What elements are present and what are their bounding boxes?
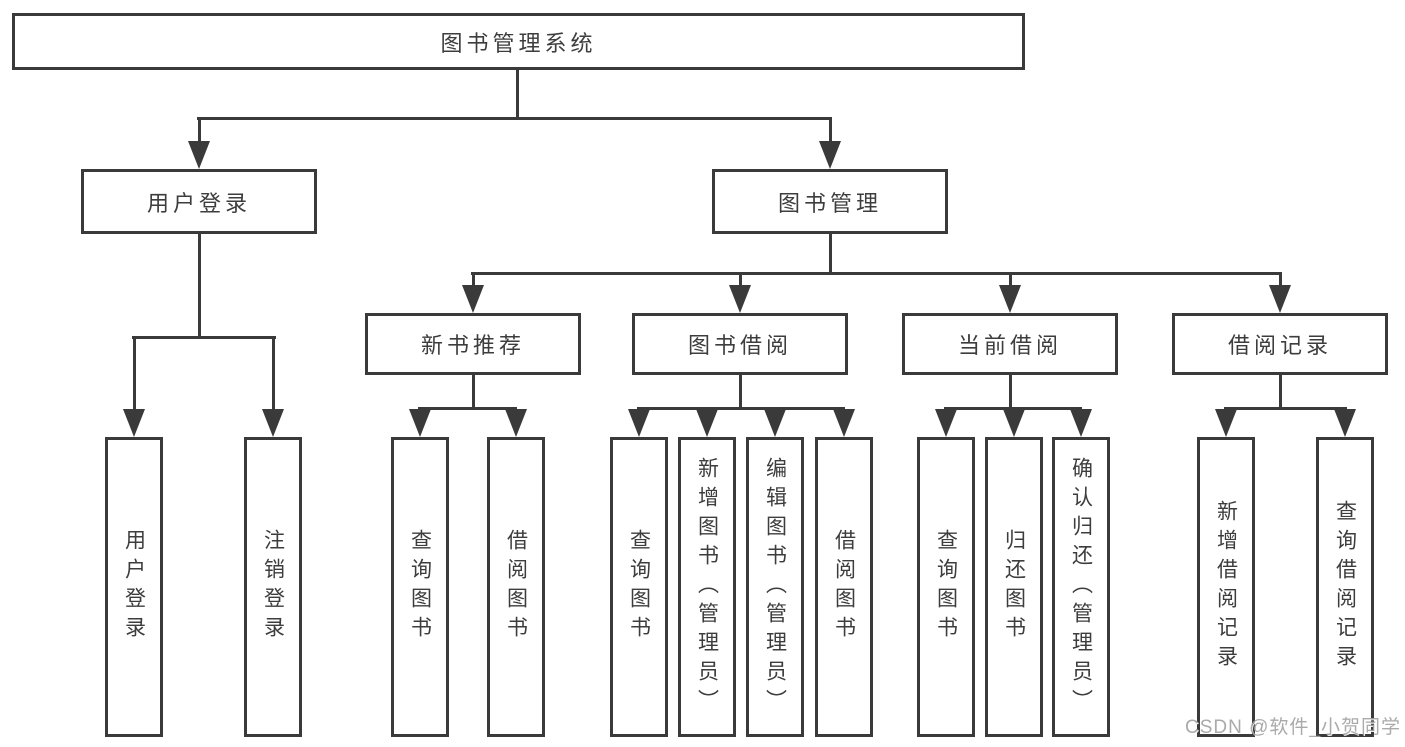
connector-line [739,373,742,409]
arrowhead-down-icon [409,409,431,437]
node-borrow-records-label: 借阅记录 [1227,333,1332,358]
leaf-logout: 注销登录 [244,437,302,737]
leaf-add-borrow-record-label: 新增借阅记录 [1214,500,1238,674]
node-new-book-recommend: 新书推荐 [365,313,581,375]
arrowhead-down-icon [188,141,210,169]
leaf-borrow-books-recommend-label: 借阅图书 [504,529,528,645]
node-root: 图书管理系统 [12,13,1025,70]
connector-line [1224,407,1347,410]
leaf-query-books-current: 查询图书 [917,437,975,737]
node-user-login: 用户登录 [81,169,317,234]
arrowhead-down-icon [833,409,855,437]
connector-line [198,117,201,145]
leaf-return-book-label: 归还图书 [1002,529,1026,645]
node-book-borrow: 图书借阅 [632,313,848,375]
arrowhead-down-icon [764,409,786,437]
leaf-user-login-label: 用户登录 [122,529,146,645]
node-current-borrow: 当前借阅 [902,313,1118,375]
leaf-query-books-borrow-label: 查询图书 [627,529,651,645]
arrowhead-down-icon [628,409,650,437]
arrowhead-down-icon [819,141,841,169]
connector-line [516,70,519,119]
connector-line [198,232,201,338]
connector-line [944,407,1082,410]
leaf-query-books-recommend-label: 查询图书 [408,529,432,645]
connector-line [197,117,832,120]
node-user-login-label: 用户登录 [146,190,251,216]
connector-line [1009,272,1012,289]
connector-line [829,117,832,145]
node-book-management-label: 图书管理 [777,190,882,216]
connector-line [1279,272,1282,289]
leaf-logout-label: 注销登录 [261,529,285,645]
csdn-watermark: CSDN @软件_小贺同学 [1185,717,1401,738]
connector-line [637,407,845,410]
arrowhead-down-icon [729,285,751,313]
connector-line [739,272,742,289]
connector-line [1279,373,1282,409]
arrowhead-down-icon [1070,409,1092,437]
arrowhead-down-icon [1269,285,1291,313]
leaf-query-books-borrow: 查询图书 [610,437,668,737]
node-book-borrow-label: 图书借阅 [687,333,792,358]
leaf-borrow-books: 借阅图书 [815,437,873,737]
leaf-query-borrow-record: 查询借阅记录 [1316,437,1374,737]
connector-line [272,336,275,414]
connector-line [133,336,136,414]
arrowhead-down-icon [1215,409,1237,437]
leaf-edit-book-admin: 编辑图书（管理员） [746,437,804,737]
connector-line [472,272,475,289]
leaf-confirm-return-admin-label: 确认归还（管理员） [1069,456,1093,718]
arrowhead-down-icon [1003,409,1025,437]
arrowhead-down-icon [696,409,718,437]
arrowhead-down-icon [462,285,484,313]
arrowhead-down-icon [999,285,1021,313]
arrowhead-down-icon [262,409,284,437]
leaf-user-login: 用户登录 [105,437,163,737]
connector-line [829,232,832,275]
arrowhead-down-icon [123,409,145,437]
connector-line [418,407,517,410]
node-current-borrow-label: 当前借阅 [957,333,1062,358]
node-book-management: 图书管理 [712,169,948,234]
leaf-return-book: 归还图书 [985,437,1043,737]
arrowhead-down-icon [935,409,957,437]
leaf-add-book-admin: 新增图书（管理员） [678,437,736,737]
node-borrow-records: 借阅记录 [1172,313,1388,375]
leaf-add-book-admin-label: 新增图书（管理员） [695,456,719,718]
connector-line [132,336,276,339]
leaf-query-books-current-label: 查询图书 [934,529,958,645]
arrowhead-down-icon [1334,409,1356,437]
leaf-query-books-recommend: 查询图书 [391,437,449,737]
leaf-query-borrow-record-label: 查询借阅记录 [1333,500,1357,674]
node-new-book-recommend-label: 新书推荐 [420,333,525,358]
arrowhead-down-icon [505,409,527,437]
leaf-add-borrow-record: 新增借阅记录 [1197,437,1255,737]
connector-line [471,272,1282,275]
leaf-borrow-books-recommend: 借阅图书 [487,437,545,737]
leaf-borrow-books-label: 借阅图书 [832,529,856,645]
leaf-confirm-return-admin: 确认归还（管理员） [1052,437,1110,737]
node-root-label: 图书管理系统 [440,30,597,56]
leaf-edit-book-admin-label: 编辑图书（管理员） [763,456,787,718]
connector-line [472,373,475,409]
connector-line [1009,373,1012,409]
